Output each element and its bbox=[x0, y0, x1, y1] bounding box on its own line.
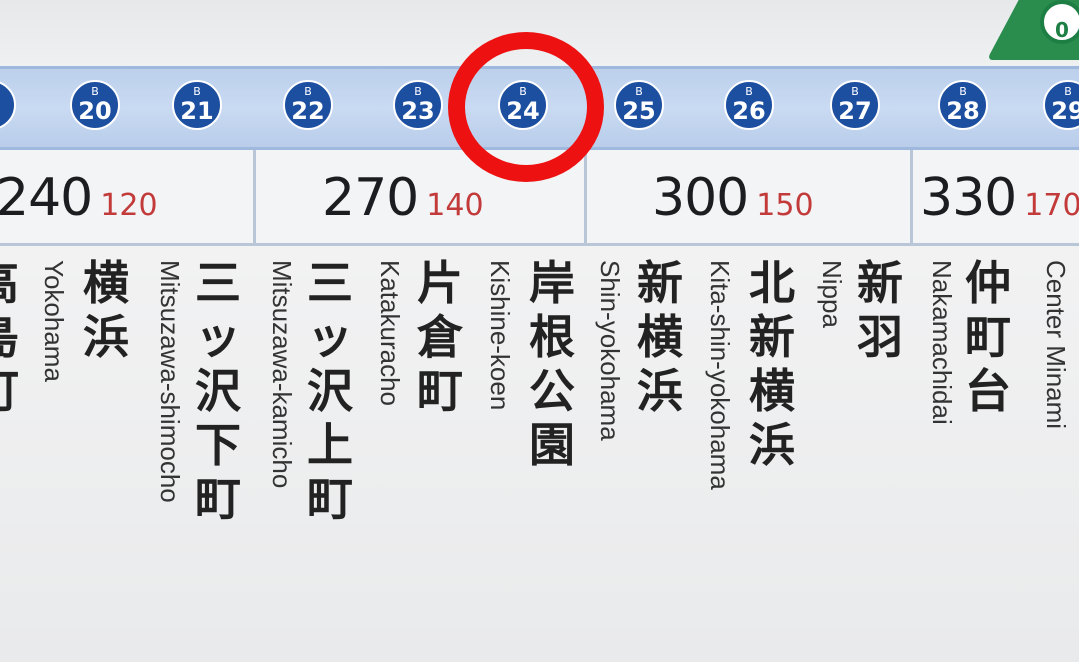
station-badge-b25: B 25 bbox=[614, 80, 664, 130]
station-number: 23 bbox=[401, 97, 435, 125]
station-names-area bbox=[0, 246, 1079, 662]
station-name-japanese: 片倉町 bbox=[417, 256, 463, 418]
station-name-japanese: 新羽 bbox=[857, 256, 903, 364]
fare-child: 120 bbox=[100, 188, 158, 223]
station-number: 21 bbox=[180, 97, 214, 125]
fare-divider bbox=[584, 150, 587, 246]
station-name-romaji: Center Minami bbox=[1041, 260, 1071, 430]
station-name-japanese: 横浜 bbox=[83, 256, 129, 364]
partial-station-name: 高島町 bbox=[0, 256, 18, 456]
fare-divider bbox=[910, 150, 913, 246]
line-letter: B bbox=[635, 85, 643, 98]
fare-child: 170 bbox=[1024, 188, 1079, 223]
line-letter: B bbox=[1064, 85, 1072, 98]
fare-adult: 300 bbox=[652, 168, 749, 228]
connecting-line-number-badge: 0 bbox=[1040, 0, 1079, 44]
station-number: 25 bbox=[622, 97, 656, 125]
fare-divider bbox=[253, 150, 256, 246]
station-badge-b26: B 26 bbox=[724, 80, 774, 130]
station-name-japanese: 仲町台 bbox=[965, 256, 1011, 418]
highlight-circle bbox=[448, 32, 604, 182]
station-number: 27 bbox=[838, 97, 872, 125]
station-name-romaji: Mitsuzawa-kamicho bbox=[267, 260, 297, 489]
station-name-japanese: 岸根公園 bbox=[529, 256, 575, 472]
line-letter: B bbox=[851, 85, 859, 98]
station-name-romaji: Shin-yokohama bbox=[595, 260, 625, 441]
station-number: 22 bbox=[291, 97, 325, 125]
station-badge-b23: B 23 bbox=[393, 80, 443, 130]
station-name-japanese: 北新横浜 bbox=[749, 256, 795, 472]
line-letter: B bbox=[91, 85, 99, 98]
station-name-japanese: 高島町 bbox=[0, 256, 18, 418]
connecting-line-number: 0 bbox=[1055, 18, 1069, 42]
station-name-romaji: Nakamachidai bbox=[927, 260, 957, 425]
station-name-japanese: 三ッ沢上町 bbox=[307, 256, 353, 526]
station-badge-b27: B 27 bbox=[830, 80, 880, 130]
station-name-romaji: Kishine-koen bbox=[485, 260, 515, 411]
station-name-romaji: Nippa bbox=[817, 260, 847, 328]
line-letter: B bbox=[959, 85, 967, 98]
station-badge-b21: B 21 bbox=[172, 80, 222, 130]
fare-adult: 270 bbox=[322, 168, 419, 228]
fare-adult: 240 bbox=[0, 168, 93, 228]
station-badge-b29: B 29 bbox=[1043, 80, 1079, 130]
station-name-romaji: Yokohama bbox=[39, 260, 69, 382]
station-name-romaji: Kita-shin-yokohama bbox=[705, 260, 735, 490]
station-number: 29 bbox=[1051, 97, 1079, 125]
station-name-japanese: 三ッ沢下町 bbox=[195, 256, 241, 526]
fare-child: 150 bbox=[756, 188, 814, 223]
station-number: 26 bbox=[732, 97, 766, 125]
fare-adult: 330 bbox=[920, 168, 1017, 228]
fare-child: 140 bbox=[426, 188, 484, 223]
line-letter: B bbox=[745, 85, 753, 98]
line-letter: B bbox=[414, 85, 422, 98]
station-number: 28 bbox=[946, 97, 980, 125]
station-name-romaji: Mitsuzawa-shimocho bbox=[155, 260, 185, 503]
line-letter: B bbox=[193, 85, 201, 98]
station-number: 20 bbox=[78, 97, 112, 125]
station-name-japanese: 新横浜 bbox=[637, 256, 683, 418]
station-badge-b22: B 22 bbox=[283, 80, 333, 130]
station-badge-b20: B 20 bbox=[70, 80, 120, 130]
station-badge-b28: B 28 bbox=[938, 80, 988, 130]
line-letter: B bbox=[304, 85, 312, 98]
station-name-romaji: Katakuracho bbox=[375, 260, 405, 406]
